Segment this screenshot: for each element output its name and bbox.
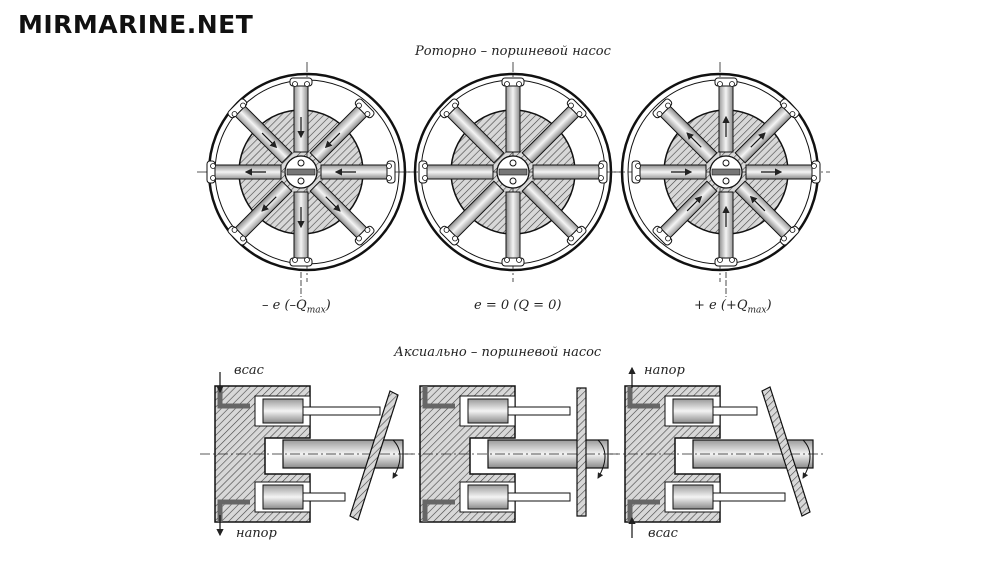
piston — [521, 98, 587, 164]
port — [422, 386, 455, 409]
piston — [672, 484, 714, 510]
label-discharge-1: напор — [236, 526, 277, 541]
caption-zero-eccentricity: e = 0 (Q = 0) — [474, 298, 562, 313]
piston-rod — [712, 492, 786, 502]
piston — [672, 398, 714, 424]
piston — [734, 180, 800, 246]
label-suction-1: всас — [234, 363, 264, 378]
port — [422, 499, 455, 522]
piston — [289, 191, 313, 267]
piston — [467, 484, 509, 510]
rotation-arrow — [597, 439, 606, 479]
rotation-arrow — [802, 439, 811, 479]
axial-pump-1 — [200, 385, 415, 523]
piston — [262, 484, 304, 510]
axial-pump-3 — [610, 385, 825, 523]
rotary-pump-title: Роторно – поршневой насос — [415, 44, 611, 59]
site-watermark: MIRMARINE.NET — [18, 10, 254, 39]
label-suction-3: всас — [648, 526, 678, 541]
piston — [206, 160, 282, 184]
piston — [439, 98, 505, 164]
piston — [734, 98, 800, 164]
swash-plate — [761, 386, 811, 517]
piston — [714, 191, 738, 267]
piston — [631, 160, 707, 184]
swash-plate — [349, 390, 399, 521]
piston — [652, 180, 718, 246]
piston — [227, 180, 293, 246]
piston — [439, 180, 505, 246]
piston-rod — [712, 406, 758, 416]
piston — [320, 160, 396, 184]
piston — [262, 398, 304, 424]
port — [627, 499, 660, 522]
piston — [714, 77, 738, 153]
piston — [745, 160, 821, 184]
piston — [309, 180, 375, 246]
piston — [289, 77, 313, 153]
piston-rod — [507, 406, 571, 416]
caption-negative-eccentricity: – e (–Qmax) — [262, 298, 331, 316]
piston — [501, 191, 525, 267]
piston-rod — [302, 406, 381, 416]
piston — [652, 98, 718, 164]
piston-rod — [302, 492, 346, 502]
swash-plate — [576, 387, 587, 517]
piston — [227, 98, 293, 164]
piston — [501, 77, 525, 153]
rotary-pump-1 — [197, 62, 417, 297]
piston — [309, 98, 375, 164]
rotation-arrow — [392, 439, 401, 479]
piston — [532, 160, 608, 184]
port — [627, 386, 660, 409]
piston — [418, 160, 494, 184]
label-discharge-3: напор — [644, 363, 685, 378]
rotary-pump-3 — [610, 62, 830, 297]
piston — [467, 398, 509, 424]
caption-positive-eccentricity: + e (+Qmax) — [694, 298, 772, 316]
axial-pump-title: Аксиально – поршневой насос — [394, 345, 602, 360]
piston-rod — [507, 492, 571, 502]
axial-pump-2 — [405, 385, 620, 523]
piston — [521, 180, 587, 246]
rotary-pump-2 — [403, 62, 623, 282]
